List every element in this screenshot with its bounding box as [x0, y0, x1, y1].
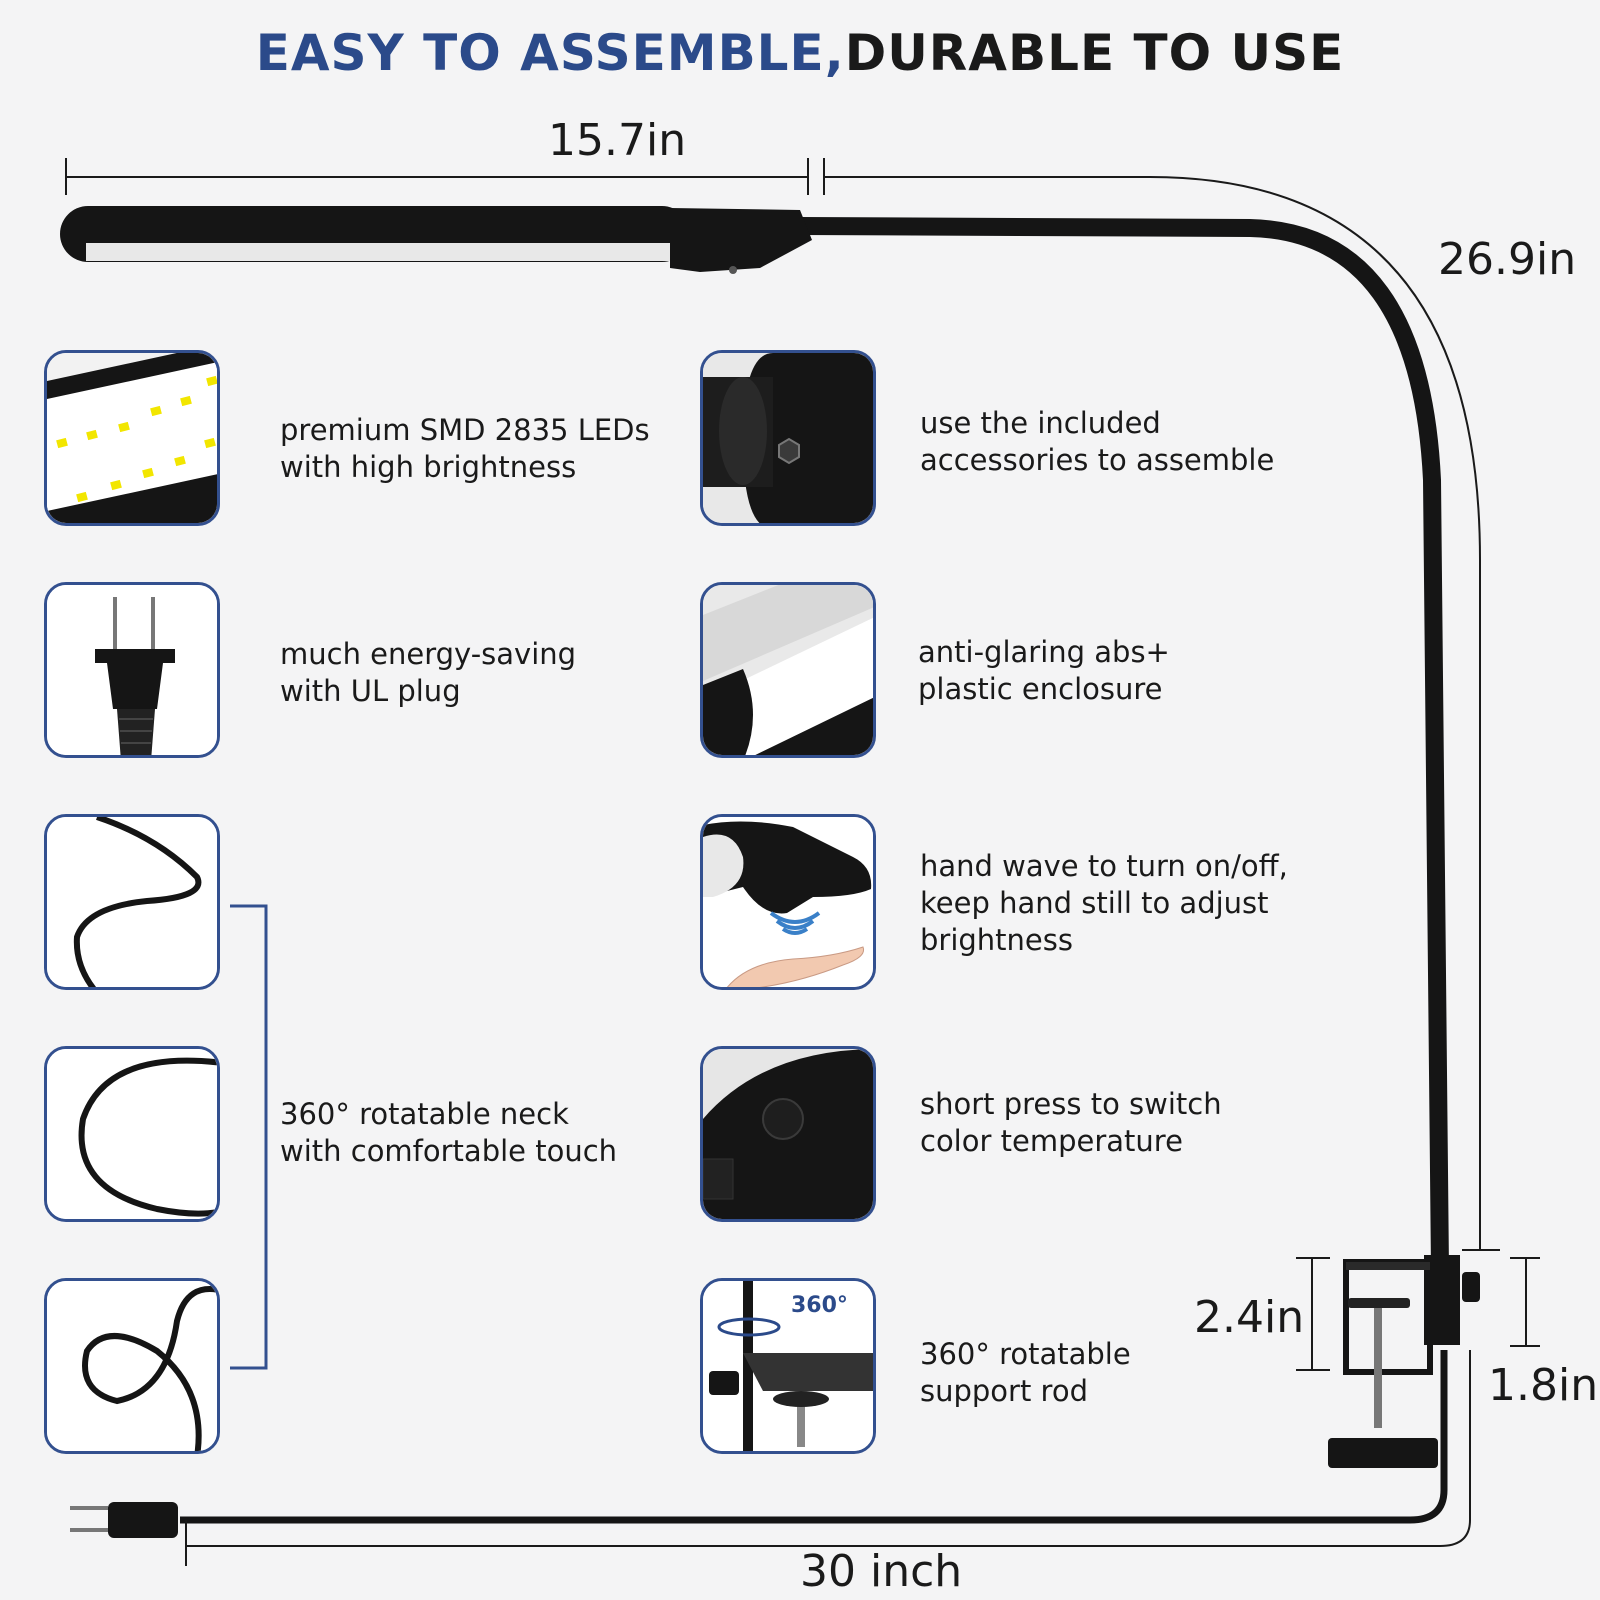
neck-photo-tile-2 [44, 1046, 220, 1222]
rod-tile: 360° [700, 1278, 876, 1454]
neck-bracket [230, 904, 268, 1370]
enclosure-line1: anti-glaring abs+ [918, 635, 1170, 669]
neck-photo-tile-1 [44, 814, 220, 990]
neck-line2: with comfortable touch [280, 1134, 618, 1168]
leds-line1: premium SMD 2835 LEDs [280, 413, 650, 447]
assemble-line1: use the included [920, 406, 1161, 440]
page-title: EASY TO ASSEMBLE,DURABLE TO USE [0, 24, 1600, 82]
height-label: 26.9in [1438, 234, 1577, 285]
clamp-opening-label: 2.4in [1194, 1292, 1305, 1343]
rotate-icon [703, 1281, 873, 1451]
head-length-label: 15.7in [548, 115, 687, 166]
cord-loop-icon [47, 1049, 217, 1219]
leds-feature-text: premium SMD 2835 LEDs with high brightne… [280, 412, 650, 486]
leds-tile [44, 350, 220, 526]
neck-feature-text: 360° rotatable neck with comfortable tou… [280, 1096, 617, 1170]
rod-feature-text: 360° rotatable support rod [920, 1336, 1131, 1410]
enclosure-tile [700, 582, 876, 758]
assemble-line2: accessories to assemble [920, 443, 1275, 477]
lamp-bar-icon [703, 585, 873, 755]
title-part2: DURABLE TO USE [844, 24, 1345, 82]
rod-line2: support rod [920, 1374, 1088, 1408]
sensor-tile [700, 814, 876, 990]
hex-screw-icon [703, 353, 873, 523]
button-feature-text: short press to switch color temperature [920, 1086, 1222, 1160]
assemble-feature-text: use the included accessories to assemble [920, 405, 1274, 479]
plug-line2: with UL plug [280, 674, 461, 708]
sensor-line1: hand wave to turn on/off, [920, 849, 1288, 883]
button-line1: short press to switch [920, 1087, 1222, 1121]
cord-length-label: 30 inch [800, 1546, 963, 1597]
sensor-feature-text: hand wave to turn on/off, keep hand stil… [920, 848, 1288, 959]
hand-wave-icon [703, 817, 873, 987]
button-tile [700, 1046, 876, 1222]
power-cord [70, 1350, 1471, 1566]
leds-line2: with high brightness [280, 450, 577, 484]
clamp-dimension-lines [1296, 1257, 1540, 1371]
rod-360-badge: 360° [791, 1293, 848, 1318]
sensor-line2: keep hand still to adjust [920, 886, 1269, 920]
gooseneck-arm [791, 217, 1449, 1279]
assemble-tile [700, 350, 876, 526]
plug-feature-text: much energy-saving with UL plug [280, 636, 576, 710]
height-dimension-arc [824, 176, 1481, 1250]
gooseneck-icon [47, 817, 217, 987]
led-strip-icon [47, 353, 217, 523]
rod-line1: 360° rotatable [920, 1337, 1131, 1371]
touch-button-icon [703, 1049, 873, 1219]
lamp-head [60, 206, 812, 274]
plug-icon [47, 585, 217, 755]
neck-photo-tile-3 [44, 1278, 220, 1454]
enclosure-feature-text: anti-glaring abs+ plastic enclosure [918, 634, 1170, 708]
head-length-dimension-line [65, 158, 825, 195]
plug-tile [44, 582, 220, 758]
clamp-depth-label: 1.8in [1488, 1360, 1599, 1411]
neck-line1: 360° rotatable neck [280, 1097, 569, 1131]
plug-line1: much energy-saving [280, 637, 577, 671]
desk-clamp [1328, 1255, 1480, 1468]
sensor-line3: brightness [920, 923, 1073, 957]
cord-knot-icon [47, 1281, 217, 1451]
button-line2: color temperature [920, 1124, 1183, 1158]
enclosure-line2: plastic enclosure [918, 672, 1163, 706]
title-part1: EASY TO ASSEMBLE, [255, 24, 845, 82]
